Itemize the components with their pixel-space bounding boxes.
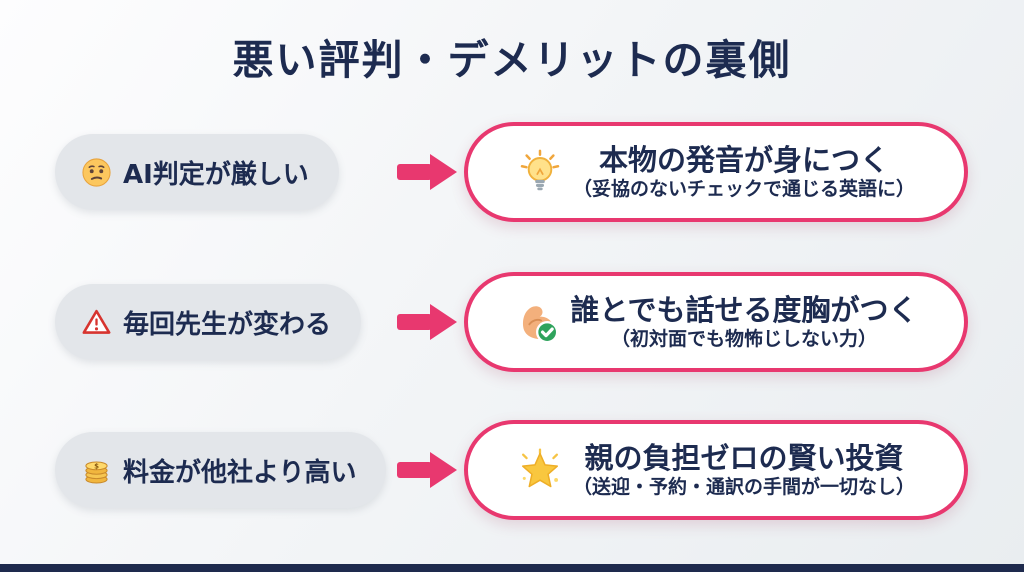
arrow-right-icon: [397, 154, 457, 190]
comparison-row: AI判定が厳しい: [55, 122, 968, 222]
bottom-accent-bar: [0, 564, 1024, 572]
positive-point-text: 誰とでも話せる度胸がつく （初対面でも物怖じしない力）: [570, 293, 917, 351]
comparison-row: $ 料金が他社より高い 親の負担ゼロの賢い投: [55, 420, 968, 520]
positive-point-subtitle: （送迎・予約・通訳の手間が一切なし）: [572, 476, 915, 498]
positive-point-pill: 誰とでも話せる度胸がつく （初対面でも物怖じしない力）: [464, 272, 968, 372]
warning-icon: [81, 307, 112, 338]
negative-point-pill: 毎回先生が変わる: [55, 284, 362, 360]
positive-point-subtitle: （初対面でも物怖じしない力）: [610, 328, 877, 350]
positive-point-subtitle: （妥協のないチェックで通じる英語に）: [572, 178, 915, 200]
comparison-row: 毎回先生が変わる 誰とでも話せる度胸がつく （初対面でも物怖じしない力）: [55, 272, 968, 372]
page-title: 悪い評判・デメリットの裏側: [232, 36, 792, 84]
arrow-right-icon: [397, 452, 457, 488]
arrow-right-icon: [397, 304, 457, 340]
worried-face-icon: [81, 157, 112, 188]
positive-point-text: 親の負担ゼロの賢い投資 （送迎・予約・通訳の手間が一切なし）: [573, 441, 915, 499]
negative-point-label: AI判定が厳しい: [123, 159, 309, 190]
positive-point-pill: 本物の発音が身につく （妥協のないチェックで通じる英語に）: [464, 122, 968, 222]
positive-point-title: 親の負担ゼロの賢い投資: [584, 441, 904, 476]
coins-icon: $: [81, 455, 112, 486]
lightbulb-icon: [517, 149, 563, 195]
negative-point-pill: AI判定が厳しい: [55, 134, 339, 210]
negative-point-pill: $ 料金が他社より高い: [55, 432, 387, 508]
positive-point-pill: 親の負担ゼロの賢い投資 （送迎・予約・通訳の手間が一切なし）: [464, 420, 968, 520]
positive-point-text: 本物の発音が身につく （妥協のないチェックで通じる英語に）: [573, 143, 915, 201]
negative-point-label: 毎回先生が変わる: [123, 309, 332, 340]
negative-point-label: 料金が他社より高い: [123, 457, 357, 488]
positive-point-title: 本物の発音が身につく: [598, 143, 889, 178]
svg-text:$: $: [94, 462, 99, 470]
star-icon: [517, 447, 563, 493]
muscle-check-icon: [514, 299, 560, 345]
positive-point-title: 誰とでも話せる度胸がつく: [570, 293, 918, 328]
